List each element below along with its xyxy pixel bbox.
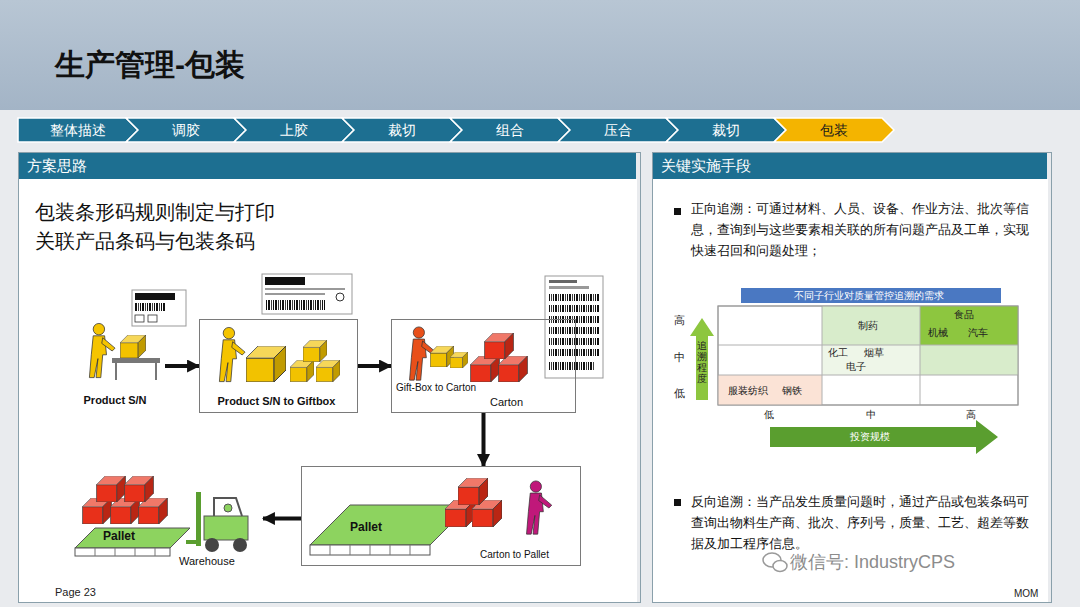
chart-label: 机械 (928, 327, 948, 338)
chart-label: 化工 (828, 347, 848, 358)
node-text: 关联产品条码与包装条码 (35, 228, 255, 254)
giftbox-label (262, 274, 352, 314)
flow-arrow (482, 413, 486, 466)
chevron-outline (450, 118, 570, 142)
step-chevron: 压合 (558, 118, 678, 142)
chart-label: 低 (674, 387, 685, 399)
node-text: 反向追溯：当产品发生质量问题时，通过产品或包装条码可查询出物料生产商、批次、序列… (691, 492, 1039, 554)
chart-title-band: 不同子行业对质量管控追溯的需求 (741, 288, 1001, 303)
process-stage: Gift-Box to CartonCarton (391, 319, 576, 413)
bullet-square (674, 208, 681, 215)
chart-label: 中 (866, 409, 876, 420)
process-stage: PalletWarehouse (69, 471, 263, 569)
chevron-outline (18, 118, 138, 142)
chart-label: 制药 (858, 320, 878, 331)
axis-arrow (690, 318, 714, 400)
chart-label: 投资规模 (850, 431, 890, 442)
chevron-outline (342, 118, 462, 142)
chart-label: Page 23 (55, 586, 96, 598)
chart-label: 中 (674, 351, 685, 363)
chart-label: 高 (674, 314, 685, 326)
step-chevron: 包装 (774, 118, 894, 142)
chart-label: 高 (966, 409, 976, 420)
chevron-outline (126, 118, 246, 142)
node-text: 调胶 (138, 118, 234, 142)
chart-label: 钢铁 (782, 385, 802, 396)
node-text: 正向追溯：可通过材料、人员、设备、作业方法、批次等信息，查询到与这些要素相关联的… (691, 199, 1039, 261)
node-text: 组合 (462, 118, 558, 142)
node-text: 整体描述 (30, 118, 126, 142)
node-text: Carton (490, 396, 523, 408)
chart-label: MOM (1014, 588, 1038, 599)
bullet-square (674, 499, 681, 506)
node-text: Warehouse (179, 555, 235, 567)
node-text: Pallet (350, 520, 382, 534)
step-chevron: 裁切 (342, 118, 462, 142)
node-text: 包装 (786, 118, 882, 142)
chart-label: 食品 (954, 309, 974, 320)
chart-label: 微信号: IndustryCPS (790, 553, 955, 573)
wechat-icon (763, 553, 787, 572)
node-text: 裁切 (678, 118, 774, 142)
node-text: Pallet (103, 529, 135, 543)
flow-arrow (263, 517, 301, 521)
chart-label: 烟草 (864, 347, 884, 358)
flow-arrow (358, 364, 391, 368)
step-chevron: 调胶 (126, 118, 246, 142)
carton-label-sheet (545, 276, 603, 378)
packing-illustration (75, 274, 603, 556)
chart-label: 汽车 (968, 327, 988, 338)
node-text: 压合 (570, 118, 666, 142)
node-text: 不同子行业对质量管控追溯的需求 (741, 288, 997, 303)
chart-label: 追溯程度 (697, 340, 707, 384)
node-text: 包装条形码规则制定与打印 (35, 199, 275, 225)
method-panel: 关键实施手段正向追溯：可通过材料、人员、设备、作业方法、批次等信息，查询到与这些… (652, 152, 1052, 603)
process-stage: Product S/N (69, 291, 165, 413)
step-chevron: 整体描述 (18, 118, 138, 142)
node-text: Product S/N to Giftbox (200, 395, 353, 407)
flow-arrow (165, 364, 199, 368)
trace-chart (690, 306, 1018, 454)
header-band (0, 0, 1080, 110)
node-text: Gift-Box to Carton (396, 382, 476, 393)
solution-panel: 方案思路包装条形码规则制定与打印关联产品条码与包装条码 Product S/N Pr… (18, 152, 641, 603)
chevron-outline (558, 118, 678, 142)
step-chevron: 裁切 (666, 118, 786, 142)
chevron-outline (774, 118, 894, 142)
chart-label: 电子 (846, 361, 866, 372)
node-text: 上胶 (246, 118, 342, 142)
chevron-outline (666, 118, 786, 142)
slide-title: 生产管理-包装 (55, 48, 245, 81)
product-label (132, 290, 186, 326)
process-stage: Product S/N to Giftbox (199, 319, 358, 413)
chart-label: 服装纺织 (728, 385, 768, 396)
panel-ground (652, 179, 1048, 603)
node-text: Product S/N (69, 394, 161, 406)
node-text: 方案思路 (19, 153, 636, 179)
axis-arrow (770, 420, 998, 454)
step-chevron: 组合 (450, 118, 570, 142)
process-stage: PalletCarton to Pallet (301, 466, 581, 566)
node-text: Carton to Pallet (480, 549, 549, 560)
chevron-outline (234, 118, 354, 142)
node-text: 裁切 (354, 118, 450, 142)
forklift (186, 492, 248, 552)
chart-label: 低 (764, 409, 774, 420)
step-chevron: 上胶 (234, 118, 354, 142)
node-text: 关键实施手段 (653, 153, 1047, 179)
panel-ground (18, 179, 637, 603)
